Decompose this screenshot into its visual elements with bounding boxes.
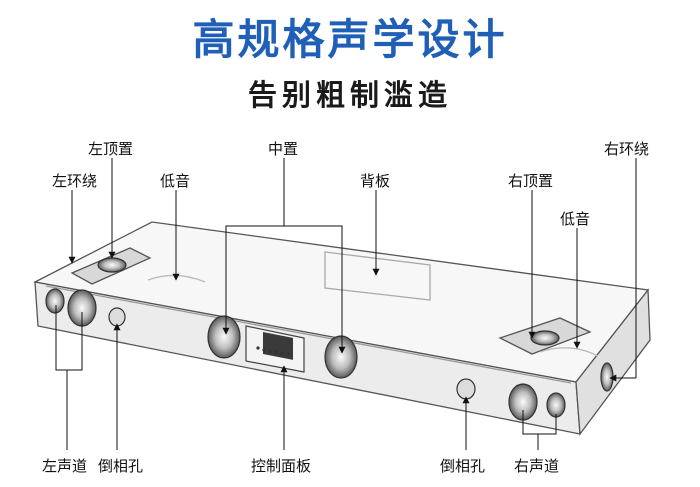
label-control-panel: 控制面板 [251,457,312,475]
port-right-hole [456,378,476,400]
label-left-top: 左顶置 [88,140,134,158]
label-port-left: 倒相孔 [98,457,144,475]
label-center: 中置 [268,140,299,158]
label-left-surround: 左环绕 [52,172,98,190]
leader-lines [55,158,637,450]
left-channel-tweeter [45,288,65,314]
center-driver-left [207,315,241,359]
label-right-channel: 右声道 [514,457,560,475]
label-port-right: 倒相孔 [440,457,486,475]
label-bass-right: 低音 [560,210,591,228]
label-right-surround: 右环绕 [604,140,650,158]
right-surround-driver [600,362,614,392]
label-left-channel: 左声道 [42,457,88,475]
right-face [575,288,651,436]
back-panel-plate [324,251,431,301]
control-panel-unit [245,325,305,373]
label-bass-left: 低音 [160,172,191,190]
label-right-top: 右顶置 [508,172,554,190]
right-top-driver [530,330,560,346]
left-surround-driver [97,257,127,273]
main-title: 高规格声学设计 [192,15,508,64]
center-driver-right [324,335,358,379]
label-back-panel: 背板 [360,172,391,190]
display-screen [263,331,293,360]
subtitle: 告别粗制滥造 [247,78,452,112]
port-left-hole [108,307,126,327]
right-channel-tweeter [546,392,566,418]
drivers [45,257,614,421]
